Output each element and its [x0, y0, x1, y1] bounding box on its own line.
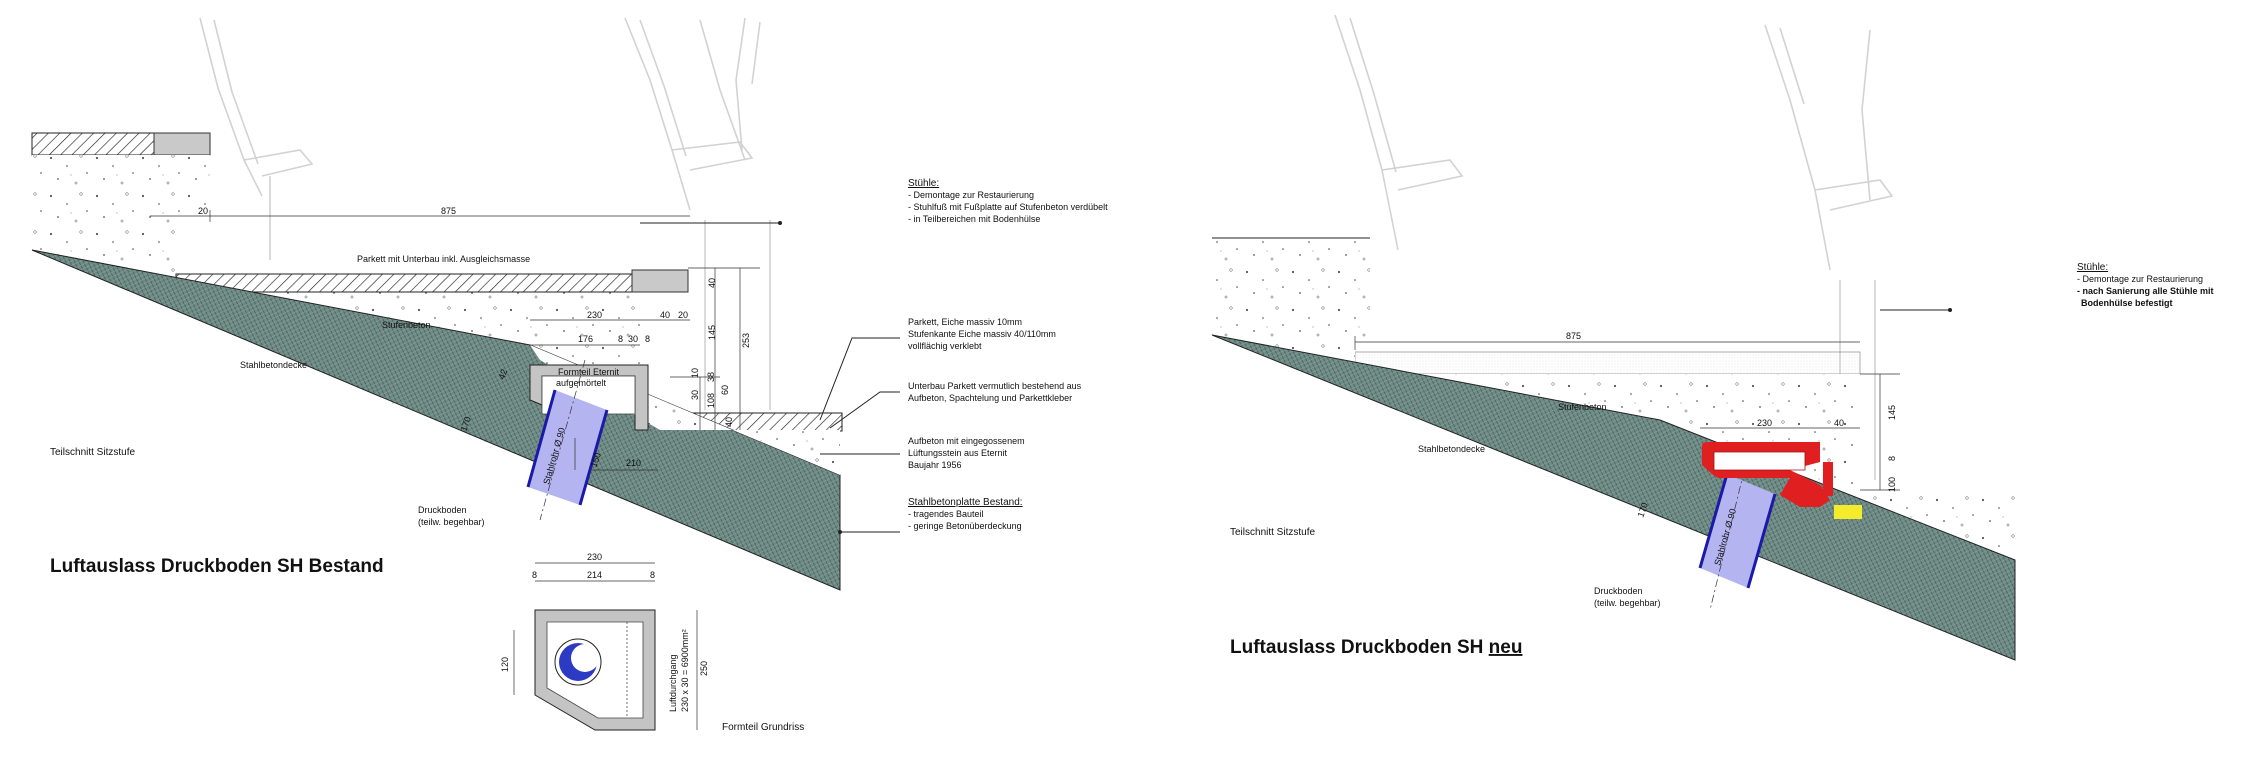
note-aufbeton-2: Lüftungsstein aus Eternit: [908, 448, 1008, 458]
note-stuehle-2-right: - nach Sanierung alle Stühle mit: [2077, 286, 2214, 296]
step-nosing: [631, 269, 689, 293]
label-stufenbeton-left: Stufenbeton: [382, 320, 431, 330]
dim-40-right: 40: [1834, 418, 1844, 428]
plan-dim-120: 120: [500, 657, 510, 672]
dim-40-v: 40: [707, 278, 717, 288]
right-title-neu: neu: [1489, 637, 1523, 658]
note-platte-1: - tragendes Bauteil: [908, 509, 984, 519]
label-druckboden-right-2: (teilw. begehbar): [1594, 598, 1661, 608]
pipe-edge-left-b: [578, 409, 609, 506]
dim-230-right: 230: [1757, 418, 1772, 428]
dim-40-left: 40: [660, 310, 670, 320]
note-stuehle-1-left: - Demontage zur Restaurierung: [908, 190, 1034, 200]
upper-concrete-right: [1212, 238, 1370, 340]
right-title: Luftauslass Druckboden SH neu: [1230, 637, 1522, 658]
label-stufenbeton-right: Stufenbeton: [1558, 402, 1607, 412]
note-stuehle-2-left: - Stuhlfuß mit Fußplatte auf Stufenbeton…: [908, 202, 1108, 212]
dim-20-b: 20: [678, 310, 688, 320]
label-luftdurchgang-2: 230 x 30 = 6900mm²: [680, 629, 690, 712]
upper-step-concrete: [32, 155, 210, 250]
upper-step-parquet: [31, 132, 155, 156]
note-platte-head: Stahlbetonplatte Bestand:: [908, 497, 1023, 508]
note-unterbau-1: Unterbau Parkett vermutlich bestehend au…: [908, 381, 1082, 391]
parkett-band: [175, 273, 633, 293]
plan-label: Formteil Grundriss: [722, 722, 804, 733]
label-luftdurchgang-1: Luftdurchgang: [668, 654, 678, 712]
note-platte-2: - geringe Betonüberdeckung: [908, 521, 1022, 531]
note-stuehle-3-left: - in Teilbereichen mit Bodenhülse: [908, 214, 1040, 224]
label-parkett-unterbau: Parkett mit Unterbau inkl. Ausgleichsmas…: [357, 254, 530, 264]
dim-20-a: 20: [198, 206, 208, 216]
note-parkett-3: vollflächig verklebt: [908, 341, 982, 351]
dim-145: 145: [707, 325, 717, 340]
note-stuehle-head-left: Stühle:: [908, 178, 939, 189]
label-druckboden-left-2: (teilw. begehbar): [418, 517, 485, 527]
dim-10: 10: [690, 368, 700, 378]
note-stuehle-head-right: Stühle:: [2077, 262, 2108, 273]
ghost-chair-right-1: [1334, 14, 1464, 251]
ghost-chair-left-3: [699, 19, 746, 161]
plan-formteil: [513, 562, 698, 731]
label-formteil-1: Formteil Eternit: [558, 367, 620, 377]
plan-dim-250: 250: [699, 661, 709, 676]
label-stahlbetondecke-right: Stahlbetondecke: [1418, 444, 1485, 454]
dim-108: 108: [706, 393, 716, 408]
dim-42: 42: [496, 368, 509, 381]
label-stahlbetondecke-left: Stahlbetondecke: [240, 360, 307, 370]
plan-dim-214: 214: [587, 570, 602, 580]
dim-230-left: 230: [587, 310, 602, 320]
right-section-label: Teilschnitt Sitzstufe: [1230, 527, 1315, 538]
note-stuehle-1-right: - Demontage zur Restaurierung: [2077, 274, 2203, 284]
label-formteil-2: aufgemörtelt: [556, 378, 607, 388]
dim-145-right: 145: [1887, 405, 1897, 420]
dim-8-a: 8: [618, 334, 623, 344]
dim-8-b: 8: [645, 334, 650, 344]
plan-dim-230: 230: [587, 552, 602, 562]
dim-60: 60: [720, 385, 730, 395]
left-section-label: Teilschnitt Sitzstufe: [50, 447, 135, 458]
note-unterbau-2: Aufbeton, Spachtelung und Parkettkleber: [908, 393, 1072, 403]
ghost-chair-left-1: [199, 17, 314, 260]
note-aufbeton-3: Baujahr 1956: [908, 460, 962, 470]
dim-170-left: 170: [458, 415, 473, 433]
dim-176: 176: [578, 334, 593, 344]
label-druckboden-right-1: Druckboden: [1594, 586, 1643, 596]
dim-253: 253: [741, 333, 751, 348]
dim-30-v: 30: [690, 390, 700, 400]
dim-8-right: 8: [1887, 456, 1897, 461]
ghost-chair-left-2: [624, 17, 771, 410]
dim-875-right: 875: [1566, 331, 1581, 341]
dim-210: 210: [626, 458, 641, 468]
dim-40-w: 40: [724, 417, 734, 427]
upper-step-nosing: [153, 132, 211, 156]
dim-30: 30: [628, 334, 638, 344]
pipe-edge-right-b: [1746, 493, 1777, 589]
plan-dim-8-b: 8: [650, 570, 655, 580]
note-parkett-2: Stufenkante Eiche massiv 40/110mm: [908, 329, 1056, 339]
note-parkett-1: Parkett, Eiche massiv 10mm: [908, 317, 1022, 327]
right-title-main: Luftauslass Druckboden SH: [1230, 637, 1489, 658]
left-section-drawing: [31, 17, 900, 731]
right-section-drawing: [1211, 14, 2016, 661]
new-formteil-red: [1702, 442, 1862, 519]
plan-dim-8-a: 8: [532, 570, 537, 580]
dim-100-right: 100: [1887, 477, 1897, 492]
pipe-edge-left-a: [526, 389, 557, 488]
stahlrohr-right: [1700, 474, 1775, 588]
note-stuehle-3-right: Bodenhülse befestigt: [2081, 298, 2173, 308]
dim-150: 150: [588, 451, 603, 469]
dim-875-left: 875: [441, 206, 456, 216]
pipe-edge-right-a: [1698, 473, 1729, 569]
left-title: Luftauslass Druckboden SH Bestand: [50, 556, 384, 577]
label-druckboden-left-1: Druckboden: [418, 505, 467, 515]
dim-170-right: 170: [1635, 501, 1650, 519]
dim-38: 38: [706, 372, 716, 382]
note-aufbeton-1: Aufbeton mit eingegossenem: [908, 436, 1025, 446]
screed-band-right: [1354, 351, 1861, 375]
